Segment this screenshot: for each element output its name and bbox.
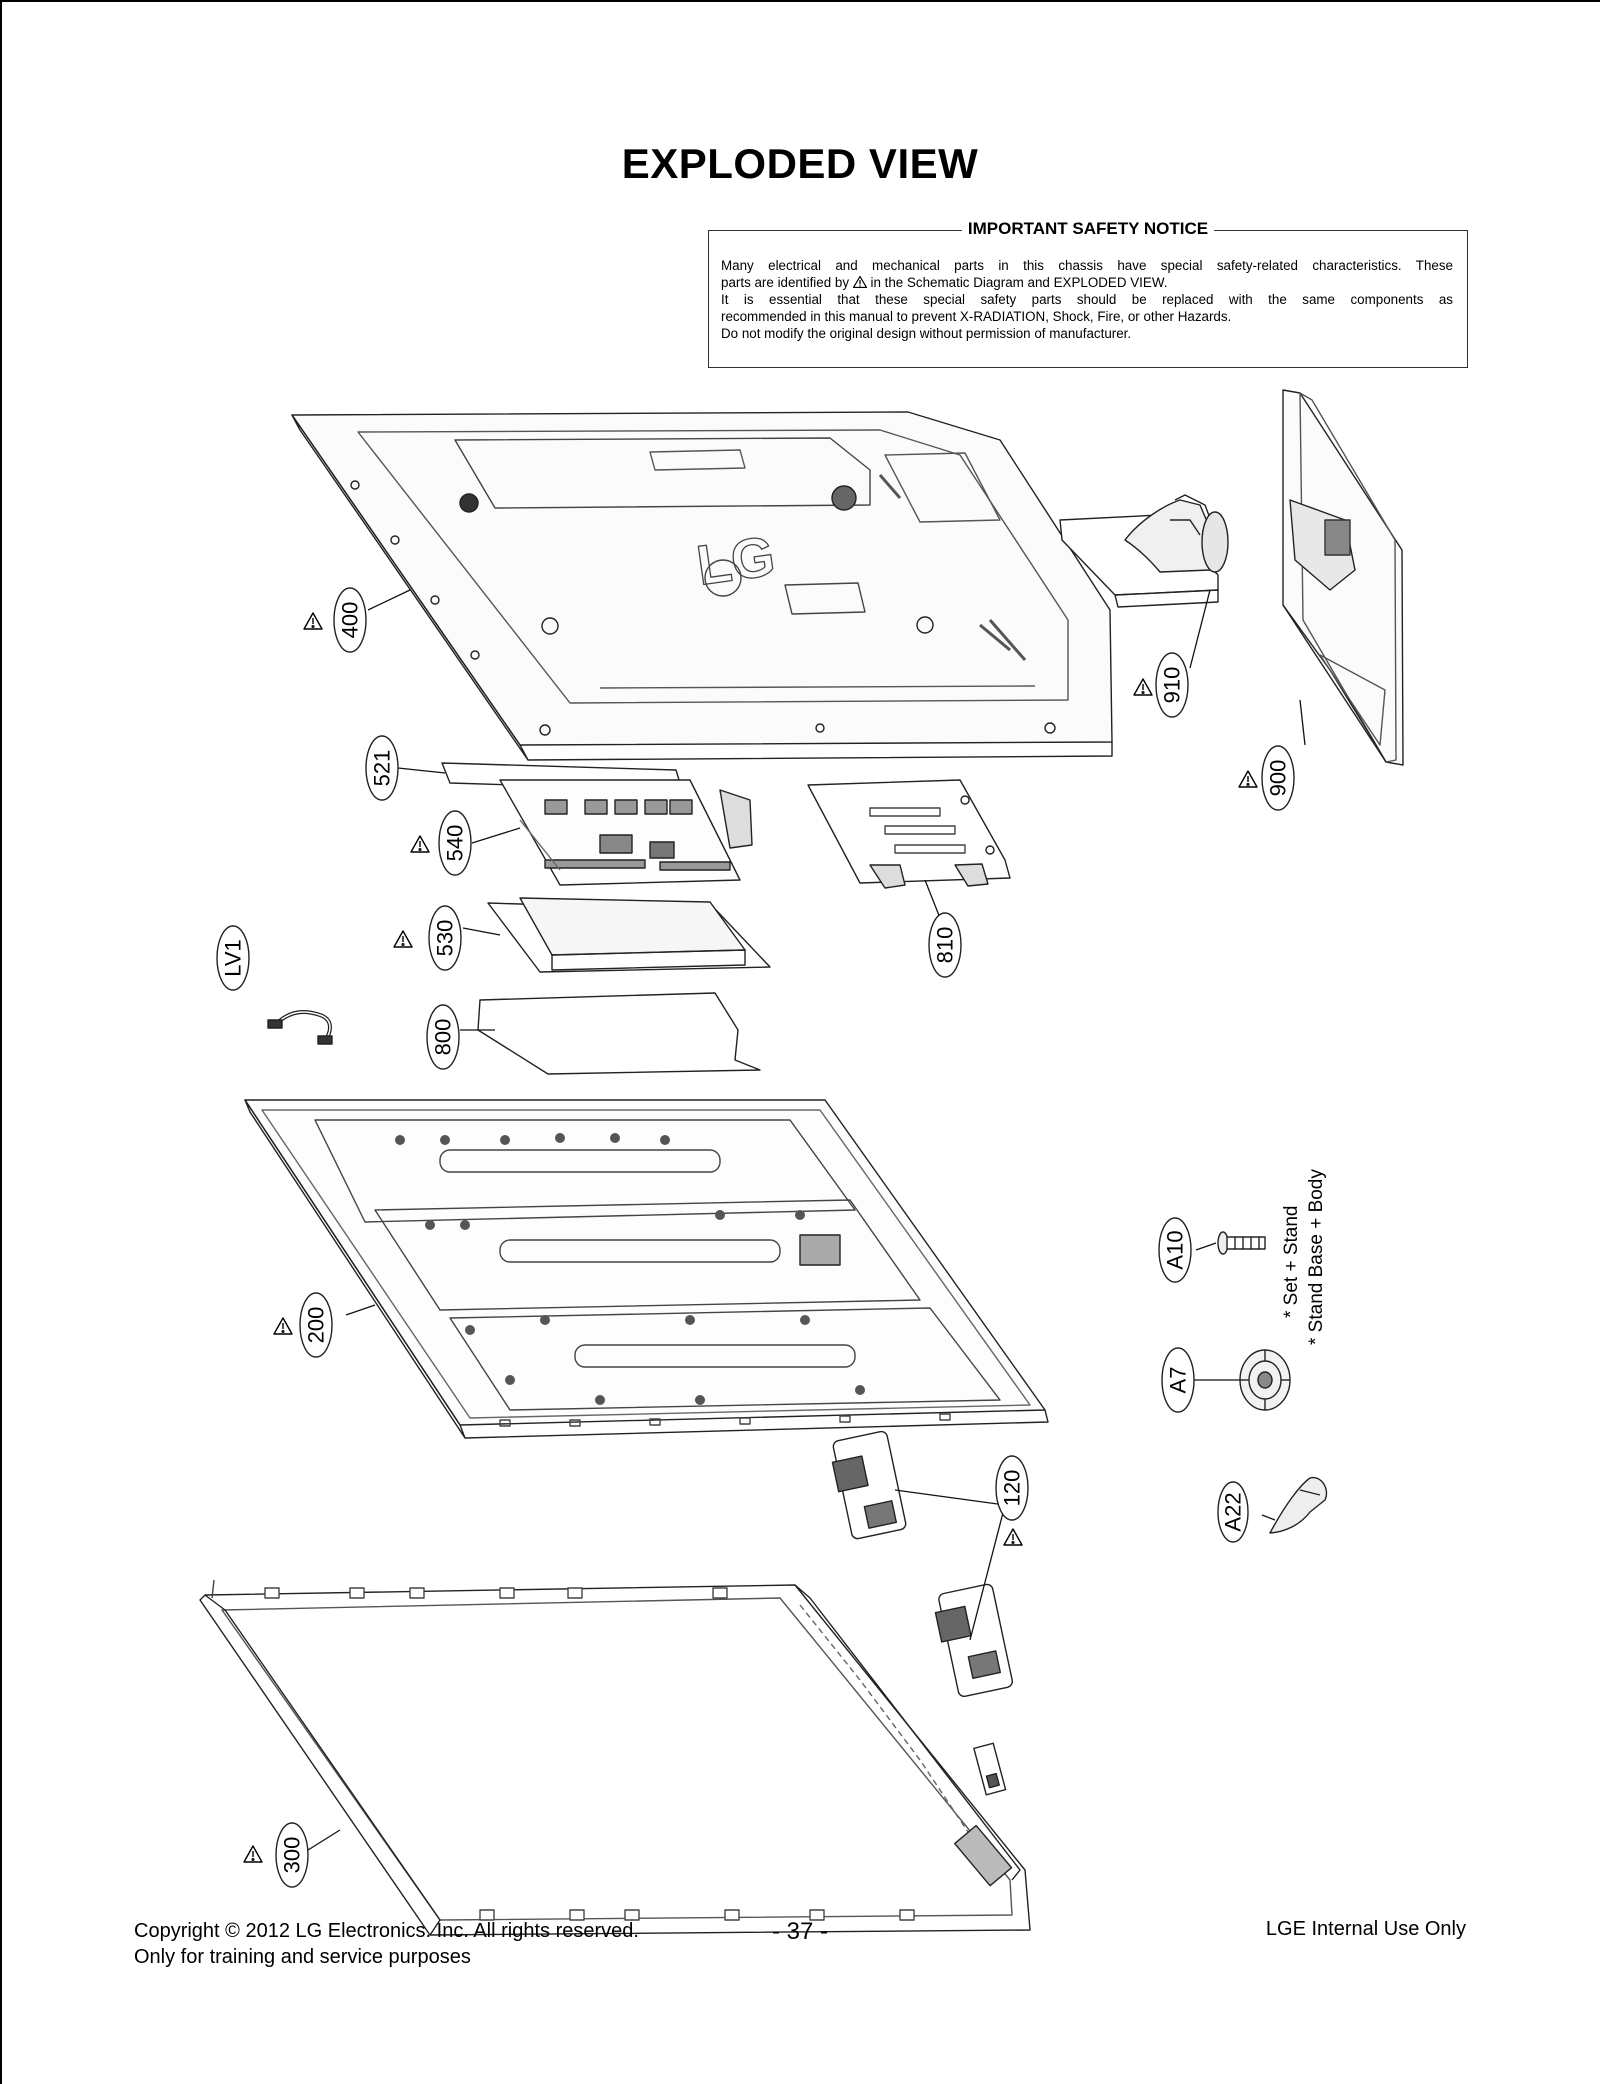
speaker-part xyxy=(831,1430,1013,1796)
note-stand-base-body: * Stand Base + Body xyxy=(1306,1169,1327,1345)
callout-a22-label: A22 xyxy=(1221,1492,1246,1531)
safety-notice-body: Many electrical and mechanical parts in … xyxy=(721,257,1453,342)
footer-copyright: Copyright © 2012 LG Electronics. Inc. Al… xyxy=(134,1920,639,1942)
callout-900-label: 900 xyxy=(1266,760,1291,797)
callout-540-label: 540 xyxy=(443,825,468,862)
notice-line-2b: in the Schematic Diagram and EXPLODED VI… xyxy=(870,275,1168,290)
page-title: EXPLODED VIEW xyxy=(621,140,979,187)
callout-400-label: 400 xyxy=(338,602,363,639)
callout-521-label: 521 xyxy=(370,750,395,787)
callout-a10: A10 xyxy=(1158,1217,1192,1283)
callout-200: 200 xyxy=(273,1292,333,1358)
footer-internal-use: LGE Internal Use Only xyxy=(1265,1918,1466,1940)
warning-triangle-icon xyxy=(410,835,430,853)
warning-triangle-icon xyxy=(1003,1528,1023,1546)
callout-530: 530 xyxy=(393,905,462,971)
callout-540: 540 xyxy=(410,810,472,876)
board-bracket-part xyxy=(807,779,1011,889)
callout-lv1: LV1 xyxy=(216,925,250,991)
callout-a22: A22 xyxy=(1217,1481,1249,1543)
stand-foot-part xyxy=(1239,1349,1291,1411)
notice-line-1: Many electrical and mechanical parts in … xyxy=(721,258,1453,273)
note-set-stand: * Set + Stand xyxy=(1281,1206,1302,1319)
stand-neck-part xyxy=(1059,494,1229,608)
notice-line-2a: parts are identified by xyxy=(721,275,850,290)
main-board-part xyxy=(441,762,753,886)
screw-part xyxy=(1217,1231,1266,1255)
lg-logo-emboss: LG xyxy=(693,524,779,597)
callout-530-label: 530 xyxy=(433,920,458,957)
stand-base-part xyxy=(1282,389,1404,766)
page-number: - 37 - xyxy=(771,1918,828,1945)
notice-line-4: recommended in this manual to prevent X-… xyxy=(721,309,1232,324)
callout-910-label: 910 xyxy=(1160,667,1185,704)
callout-300-label: 300 xyxy=(280,1837,305,1874)
lvds-cable-part xyxy=(267,1010,333,1045)
front-bezel-part xyxy=(199,1579,1031,1936)
safety-notice-heading-text: IMPORTANT SAFETY NOTICE xyxy=(961,219,1215,238)
callout-a7: A7 xyxy=(1161,1347,1195,1413)
callout-400: 400 xyxy=(303,587,367,653)
callout-810-label: 810 xyxy=(933,927,958,964)
footer-copyright-block: Copyright © 2012 LG Electronics. Inc. Al… xyxy=(134,1918,639,1970)
notice-line-3: It is essential that these special safet… xyxy=(721,292,1453,307)
callout-800: 800 xyxy=(426,1004,460,1070)
callout-910: 910 xyxy=(1133,652,1189,718)
callout-lv1-label: LV1 xyxy=(221,939,246,977)
main-frame-part xyxy=(244,1099,1049,1439)
footer-purpose: Only for training and service purposes xyxy=(134,1946,471,1968)
callout-120-label: 120 xyxy=(1000,1470,1025,1507)
callout-a7-label: A7 xyxy=(1166,1367,1191,1394)
power-board-part xyxy=(487,897,771,973)
callout-120: 120 xyxy=(995,1455,1029,1546)
warning-triangle-icon xyxy=(273,1317,293,1335)
callout-900: 900 xyxy=(1238,745,1295,811)
callout-300: 300 xyxy=(243,1822,309,1888)
warning-triangle-icon xyxy=(1238,770,1258,788)
warning-triangle-icon xyxy=(393,930,413,948)
callout-200-label: 200 xyxy=(304,1307,329,1344)
notice-line-5: Do not modify the original design withou… xyxy=(721,326,1132,341)
safety-notice-heading: IMPORTANT SAFETY NOTICE xyxy=(709,219,1467,239)
warning-triangle-icon xyxy=(303,612,323,630)
callout-810: 810 xyxy=(928,912,962,978)
cable-clip-part xyxy=(1269,1476,1328,1534)
safety-notice-box: IMPORTANT SAFETY NOTICE Many electrical … xyxy=(708,219,1468,368)
insulator-sheet-part xyxy=(477,992,761,1075)
warning-triangle-icon xyxy=(243,1845,263,1863)
callout-800-label: 800 xyxy=(431,1019,456,1056)
back-cover-part: LG xyxy=(291,411,1113,761)
callout-521: 521 xyxy=(365,735,399,801)
warning-triangle-icon xyxy=(1133,678,1153,696)
warning-triangle-icon xyxy=(852,276,867,288)
leader-lines xyxy=(307,589,1306,1851)
callout-a10-label: A10 xyxy=(1163,1230,1188,1269)
notice-line-2: parts are identified by in the Schematic… xyxy=(721,274,1453,291)
